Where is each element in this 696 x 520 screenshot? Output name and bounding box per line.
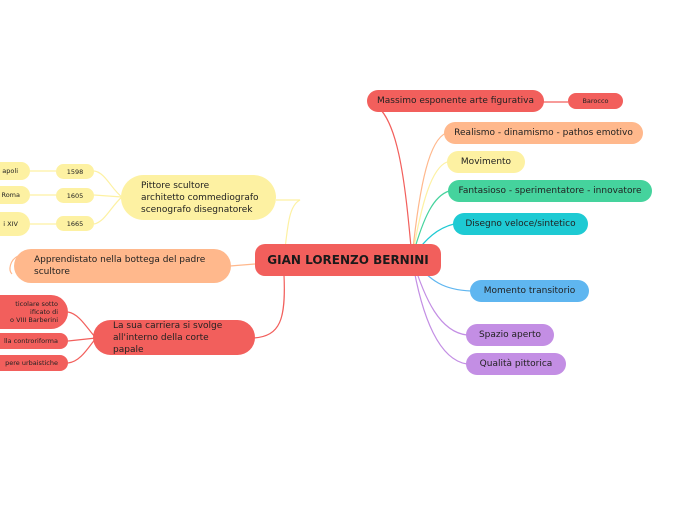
barberini-line-3: o VIII Barberini — [10, 316, 58, 324]
topic-momento[interactable]: Momento transitorio — [470, 280, 589, 302]
topic-barocco[interactable]: Barocco — [568, 93, 623, 109]
link-movimento — [411, 161, 448, 259]
link-qualita — [411, 257, 468, 365]
topic-pittore-scultore[interactable]: Pittore scultore architetto commediograf… — [121, 175, 276, 220]
link-carriera-sub3 — [67, 337, 97, 364]
pittore-line-3: scenografo disegnatorek — [141, 204, 253, 215]
topic-disegno[interactable]: Disegno veloce/sintetico — [453, 213, 588, 235]
place-luigi-xiv[interactable]: i XIV — [0, 212, 30, 236]
link-pittore-sub2 — [93, 194, 123, 198]
barberini-line-2: ificato di — [30, 308, 58, 316]
link-carriera — [253, 274, 285, 339]
topic-massimo-esponente[interactable]: Massimo esponente arte figurativa — [367, 90, 544, 112]
barberini-line-1: ticolare sotto — [15, 300, 58, 308]
topic-controriforma[interactable]: lla controriforma — [0, 333, 68, 349]
place-roma[interactable]: Roma — [0, 186, 30, 204]
topic-barberini[interactable]: ticolare sotto ificato di o VIII Barberi… — [0, 295, 68, 329]
link-pittore-sub3 — [93, 196, 123, 225]
link-realismo — [411, 132, 447, 259]
year-1598[interactable]: 1598 — [56, 164, 94, 179]
link-carriera-sub1 — [67, 311, 97, 339]
topic-realismo[interactable]: Realismo - dinamismo - pathos emotivo — [444, 122, 643, 144]
link-carriera-sub2 — [67, 337, 97, 342]
topic-carriera-corte-papale[interactable]: La sua carriera si svolge all'interno de… — [93, 320, 255, 355]
topic-fantasioso[interactable]: Fantasioso - sperimentatore - innovatore — [448, 180, 652, 202]
pittore-line-2: architetto commediografo — [141, 192, 259, 203]
link-apprendistato — [229, 263, 256, 267]
topic-apprendistato[interactable]: Apprendistato nella bottega del padre sc… — [14, 249, 231, 283]
topic-qualita[interactable]: Qualità pittorica — [466, 353, 566, 375]
place-napoli[interactable]: apoli — [0, 162, 30, 180]
topic-spazio[interactable]: Spazio aperto — [466, 324, 554, 346]
topic-opere-urbanistiche[interactable]: pere urbaistiche — [0, 355, 68, 371]
year-1605[interactable]: 1605 — [56, 188, 94, 203]
link-pittore-sub1 — [93, 170, 123, 198]
topic-movimento[interactable]: Movimento — [447, 151, 525, 173]
central-topic[interactable]: GIAN LORENZO BERNINI — [255, 244, 441, 276]
year-1665[interactable]: 1665 — [56, 216, 94, 231]
pittore-line-1: Pittore scultore — [141, 180, 210, 191]
link-massimo — [369, 101, 413, 259]
